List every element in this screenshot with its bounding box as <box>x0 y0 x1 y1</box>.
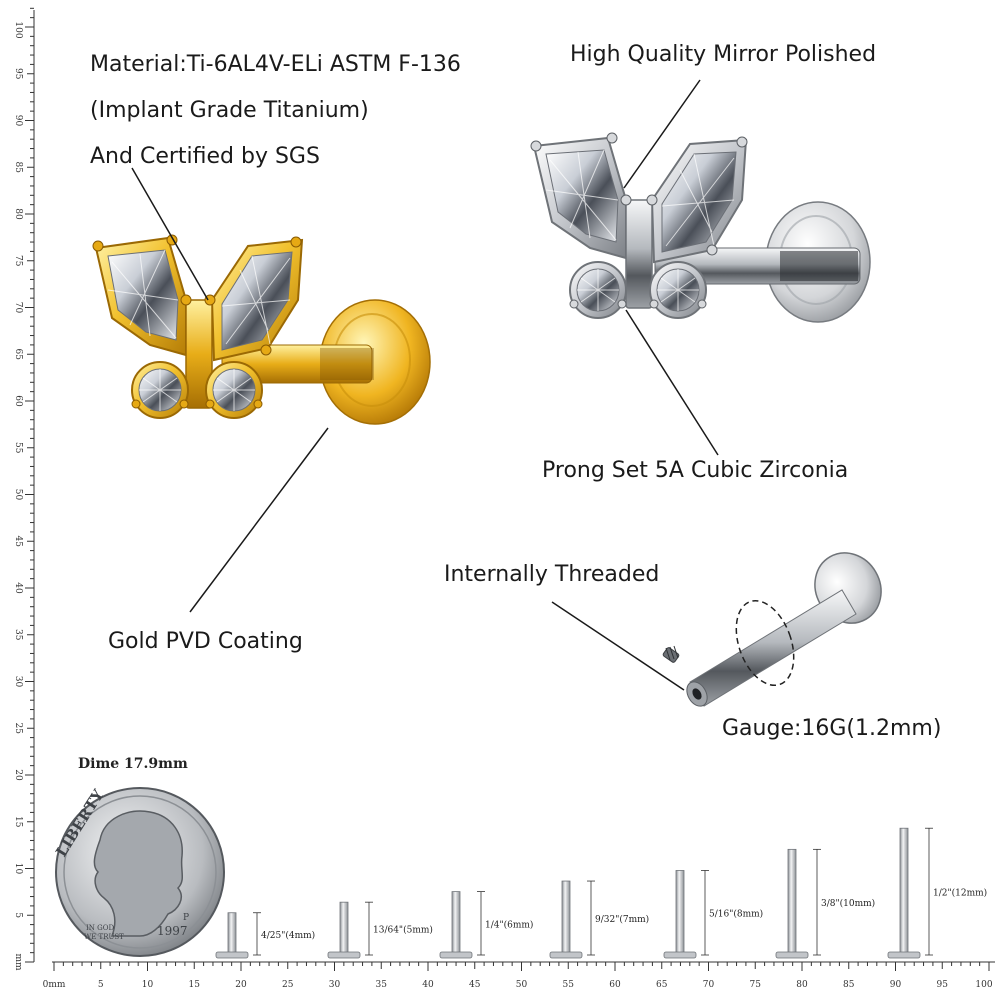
side-ruler-ticks <box>25 7 34 963</box>
side-ruler-label: 40 <box>13 582 23 594</box>
side-ruler: mm 5 10 15 20 25 30 35 40 45 50 55 60 65 70 75 80 85 90 95 1… <box>13 7 35 971</box>
side-ruler-label: 65 <box>13 349 23 361</box>
post-base <box>775 951 809 959</box>
bottom-ruler-label: 60 <box>609 980 621 990</box>
post-shaft <box>675 870 685 956</box>
post-size-label: 3/8"(10mm) <box>821 898 875 909</box>
bottom-ruler-label: 40 <box>422 980 434 990</box>
bottom-ruler-label: 15 <box>189 980 201 990</box>
side-ruler-label: 95 <box>13 68 23 80</box>
side-ruler-label: 85 <box>13 162 23 174</box>
dime-motto-line1: IN GOD <box>86 924 114 932</box>
material-line-1: Material:Ti-6AL4V-ELi ASTM F-136 <box>90 52 461 77</box>
dime-mint-mark: P <box>183 913 189 923</box>
post-shaft <box>787 848 797 956</box>
bottom-ruler-label: 85 <box>843 980 855 990</box>
post-shaft <box>227 912 237 956</box>
bottom-ruler-label: 30 <box>329 980 341 990</box>
side-ruler-label: 35 <box>13 629 23 641</box>
post-shaft <box>339 901 349 956</box>
threaded-labret-post <box>662 552 882 707</box>
bottom-ruler-label: 10 <box>142 980 154 990</box>
bottom-ruler: 0mm 5 10 15 20 25 30 35 40 45 50 55 60 65 70 75 80 85 90 95… <box>43 961 995 990</box>
post-size-label: 13/64"(5mm) <box>373 925 433 936</box>
post-size-label: 1/2"(12mm) <box>933 888 987 899</box>
post-size-label: 9/32"(7mm) <box>595 914 649 925</box>
side-ruler-label: mm <box>13 953 23 971</box>
side-ruler-label: 10 <box>13 863 23 875</box>
bottom-ruler-label: 100 <box>975 980 992 990</box>
silver-butterfly-earring <box>530 132 871 323</box>
post-size-label: 5/16"(8mm) <box>709 909 763 920</box>
post-base <box>327 951 361 959</box>
side-ruler-labels: mm 5 10 15 20 25 30 35 40 45 50 55 60 65 70 75 80 85 90 95 1… <box>13 21 23 971</box>
gauge-callout: Gauge:16G(1.2mm) <box>722 716 942 741</box>
post-base <box>663 951 697 959</box>
bottom-ruler-label: 75 <box>750 980 762 990</box>
side-ruler-label: 45 <box>13 536 23 548</box>
bottom-ruler-label: 0mm <box>43 980 66 990</box>
dime-coin: LIBERTY IN GOD WE TRUST 1997 P <box>52 786 225 957</box>
dime-caption: Dime 17.9mm <box>78 756 188 772</box>
side-ruler-label: 50 <box>13 489 23 501</box>
material-callout: Material:Ti-6AL4V-ELi ASTM F-136 (Implan… <box>90 42 461 180</box>
gold-butterfly-earring <box>92 234 431 425</box>
polish-callout: High Quality Mirror Polished <box>570 42 877 67</box>
post-base <box>439 951 473 959</box>
bottom-ruler-label: 50 <box>516 980 528 990</box>
post-size-label: 4/25"(4mm) <box>261 930 315 941</box>
material-line-2: (Implant Grade Titanium) <box>90 98 369 123</box>
bottom-ruler-label: 5 <box>98 980 104 990</box>
side-ruler-label: 5 <box>13 912 23 918</box>
bottom-ruler-label: 70 <box>703 980 715 990</box>
screw-icon <box>662 645 680 663</box>
post-base <box>549 951 583 959</box>
side-ruler-label: 20 <box>13 769 23 781</box>
bottom-ruler-label: 80 <box>796 980 808 990</box>
bottom-ruler-label: 25 <box>282 980 294 990</box>
post-size-item: 1/2"(12mm) <box>887 827 987 959</box>
post-shaft <box>899 827 909 956</box>
callout-leader-lines <box>131 79 719 691</box>
post-size-item: 1/4"(6mm) <box>439 891 533 959</box>
post-shaft <box>561 880 571 956</box>
post-size-item: 3/8"(10mm) <box>775 848 875 959</box>
post-size-chart: 4/25"(4mm) 13/64"(5mm) 1/4"(6mm) 9/32"(7mm)… <box>215 827 987 959</box>
side-ruler-label: 70 <box>13 302 23 314</box>
bottom-ruler-label: 55 <box>563 980 575 990</box>
bottom-ruler-label: 65 <box>656 980 668 990</box>
bottom-ruler-label: 45 <box>469 980 481 990</box>
post-size-item: 13/64"(5mm) <box>327 901 433 959</box>
dime-motto-line2: WE TRUST <box>84 933 124 941</box>
threaded-callout: Internally Threaded <box>444 562 660 587</box>
side-ruler-label: 100 <box>13 21 23 38</box>
post-base <box>215 951 249 959</box>
side-ruler-label: 55 <box>13 442 23 454</box>
side-ruler-label: 90 <box>13 115 23 127</box>
post-base <box>887 951 921 959</box>
bottom-ruler-label: 95 <box>937 980 949 990</box>
post-size-label: 1/4"(6mm) <box>485 919 533 930</box>
side-ruler-label: 60 <box>13 395 23 407</box>
zirconia-callout: Prong Set 5A Cubic Zirconia <box>542 458 849 483</box>
gold-coating-callout: Gold PVD Coating <box>108 629 303 654</box>
bottom-ruler-label: 20 <box>235 980 247 990</box>
side-ruler-label: 25 <box>13 723 23 735</box>
bottom-ruler-label: 90 <box>890 980 902 990</box>
bottom-ruler-label: 35 <box>376 980 388 990</box>
post-size-item: 5/16"(8mm) <box>663 870 763 959</box>
side-ruler-label: 30 <box>13 676 23 688</box>
post-size-item: 9/32"(7mm) <box>549 880 649 959</box>
dime-year: 1997 <box>157 924 188 938</box>
bottom-ruler-labels: 0mm 5 10 15 20 25 30 35 40 45 50 55 60 65 70 75 80 85 90 95… <box>43 980 993 990</box>
side-ruler-label: 80 <box>13 208 23 220</box>
side-ruler-label: 75 <box>13 255 23 267</box>
bottom-ruler-ticks <box>53 962 990 971</box>
post-size-item: 4/25"(4mm) <box>215 912 315 959</box>
post-shaft <box>451 891 461 956</box>
side-ruler-label: 15 <box>13 816 23 828</box>
material-line-3: And Certified by SGS <box>90 144 320 169</box>
